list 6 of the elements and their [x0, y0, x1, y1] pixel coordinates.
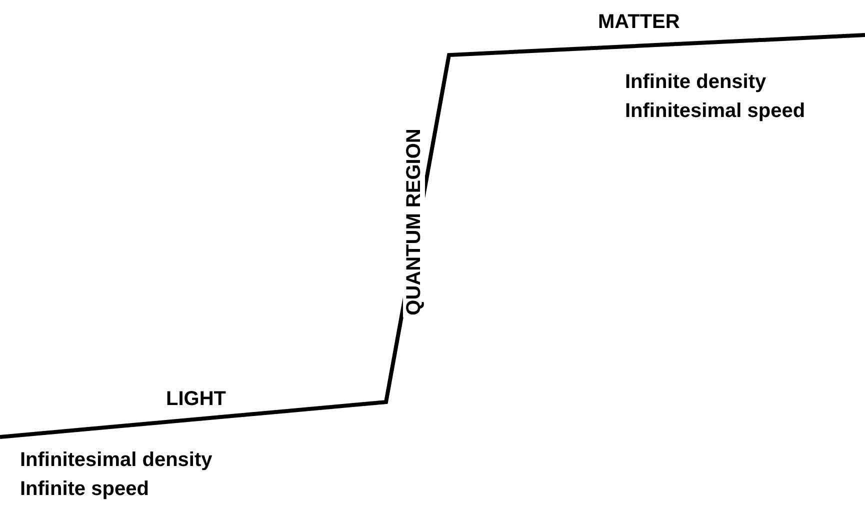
text-label: Infinite speed	[20, 479, 149, 499]
text-label: Infinitesimal speed	[625, 101, 806, 121]
text-label: Infinite density	[625, 72, 766, 92]
text-label: MATTER	[598, 12, 680, 32]
text-label: Infinitesimal density	[20, 450, 212, 470]
text-label: LIGHT	[166, 389, 226, 409]
